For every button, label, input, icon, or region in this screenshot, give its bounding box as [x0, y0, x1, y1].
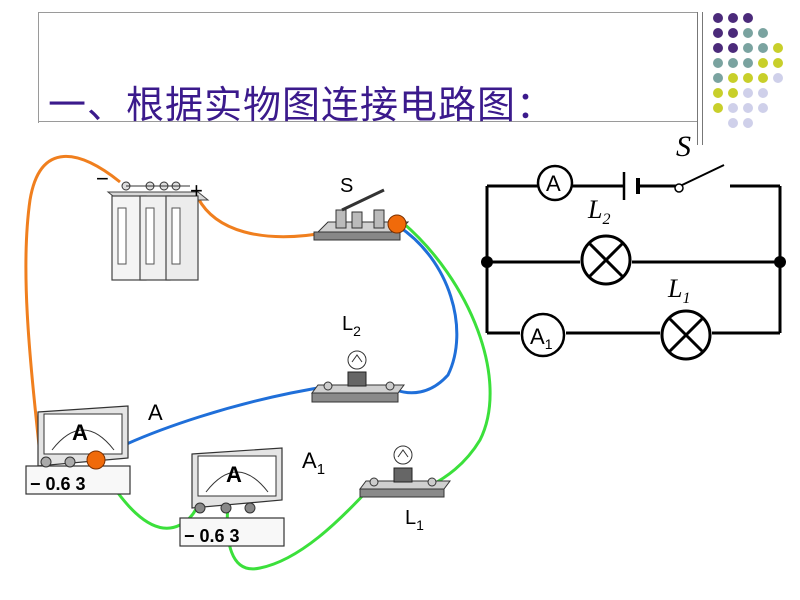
dot-grid-decoration	[713, 13, 783, 128]
lamp2-label: L2	[342, 313, 361, 339]
battery-pack	[106, 181, 210, 281]
switch-label: S	[340, 175, 353, 197]
schematic-ammeter-a-label: A	[546, 171, 561, 196]
battery-plus-label: +	[190, 178, 203, 203]
ammeter-a: A − 0.6 3	[25, 405, 131, 495]
wire-blue-lamp2-to-ammeter	[97, 384, 331, 460]
schematic-lamp-l2	[580, 234, 632, 286]
ammeter-scale-text: − 0.6 3	[30, 474, 86, 494]
ammeter-a1: A − 0.6 3	[179, 447, 285, 547]
wire-orange-battery-to-ammeter	[24, 154, 121, 456]
schematic-lamp-l1	[660, 309, 712, 361]
schematic-junction-left	[481, 256, 493, 268]
ammeter-face-letter: A	[72, 420, 88, 445]
ammeter-a1-label: A1	[302, 448, 325, 478]
schematic-ammeter-a	[536, 164, 574, 202]
ammeter1-scale-text: − 0.6 3	[184, 526, 240, 546]
schematic-lamp1-label: L1	[667, 274, 690, 307]
schematic-junction-right	[774, 256, 786, 268]
lamp-l2	[311, 350, 405, 403]
wire-orange-battery-to-switch	[196, 197, 331, 239]
schematic	[485, 164, 782, 335]
ammeter1-face-letter: A	[226, 462, 242, 487]
switch-terminal-orange	[387, 214, 407, 234]
schematic-lamp2-label: L2	[587, 195, 610, 228]
page-title: 一、根据实物图连接电路图：	[48, 83, 556, 127]
battery-minus-label: −	[96, 166, 109, 191]
lamp1-label: L1	[405, 507, 424, 533]
lamp-l1	[359, 445, 451, 498]
schematic-ammeter-a1-label: A1	[530, 324, 553, 352]
schematic-ammeter-a1	[520, 312, 566, 358]
wire-blue-switch-to-lamp2	[395, 224, 459, 395]
knife-switch	[313, 188, 410, 241]
schematic-switch-pivot	[674, 183, 684, 193]
divider-bar	[697, 12, 698, 145]
ammeter-terminal-orange	[86, 450, 106, 470]
schematic-switch-label: S	[676, 130, 691, 163]
ammeter-a-label: A	[148, 400, 163, 425]
title-underline	[38, 121, 698, 122]
wire-green-switch-to-lamp1	[401, 220, 492, 488]
divider-bar-2	[702, 12, 703, 145]
